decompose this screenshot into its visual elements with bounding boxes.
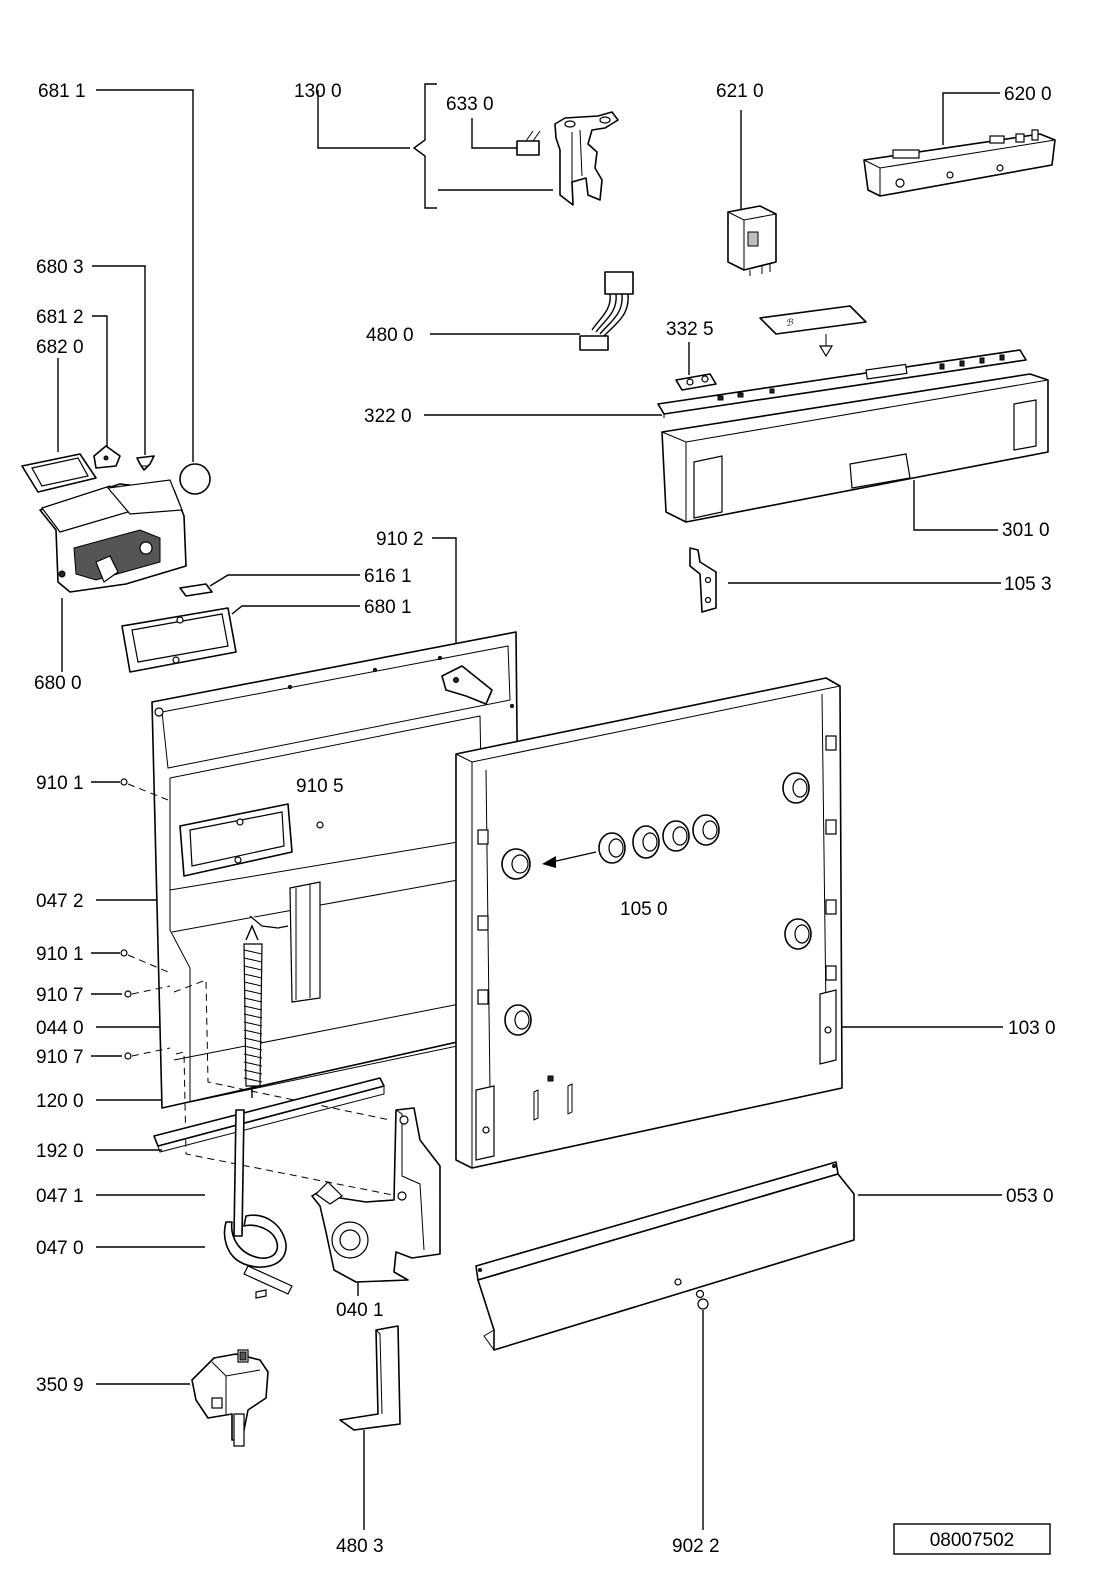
door-spring-part [235,915,289,1125]
door-hinge-part [311,1107,441,1283]
door-rollers [501,772,812,1036]
label-105-3: 105 3 [1004,574,1052,595]
label-480-3: 480 3 [336,1536,384,1557]
brand-decal-part: ℬ [759,305,867,358]
outer-door-panel-part [455,677,843,1169]
label-902-2: 902 2 [672,1536,720,1557]
label-680-3: 680 3 [36,257,84,278]
label-910-1-a: 910 1 [36,773,84,794]
control-panel-housing-part [661,373,1049,523]
label-910-5: 910 5 [296,776,344,797]
bottom-rail-part [153,1077,385,1153]
label-047-2: 047 2 [36,891,84,912]
label-480-0: 480 0 [366,325,414,346]
drawing-number: 08007502 [930,1530,1015,1551]
label-616-1: 616 1 [364,566,412,587]
label-910-7-a: 910 7 [36,985,84,1006]
label-047-1: 047 1 [36,1186,84,1207]
label-350-9: 350 9 [36,1375,84,1396]
label-040-1: 040 1 [336,1300,384,1321]
label-322-0: 322 0 [364,406,412,427]
micro-switch-part [516,130,541,156]
dispenser-gasket-part [121,607,237,673]
label-682-0: 682 0 [36,337,84,358]
part-labels: 681 1 130 0 633 0 621 0 620 0 680 3 681 … [34,81,1056,1557]
l-bracket-part [339,1325,401,1431]
drawing-number-box: 08007502 [893,1523,1051,1555]
label-633-0: 633 0 [446,94,494,115]
wiring-harness-part [579,271,634,351]
label-910-1-b: 910 1 [36,944,84,965]
small-bracket-part [689,547,717,613]
label-621-0: 621 0 [716,81,764,102]
door-switch-assembly-part [191,1349,269,1447]
electronic-module-621-part [727,205,777,276]
screws-group [120,778,324,1060]
label-910-7-b: 910 7 [36,1047,84,1068]
label-105-0: 105 0 [620,899,668,920]
inner-door-panel-part [151,631,521,1109]
door-cable-part [223,1109,293,1299]
label-680-1: 680 1 [364,597,412,618]
detergent-dispenser-part [21,445,187,593]
label-130-0: 130 0 [294,81,342,102]
label-681-2: 681 2 [36,307,84,328]
door-lock-bracket-part [554,111,619,206]
label-681-1: 681 1 [38,81,86,102]
svg-text:ℬ: ℬ [785,317,794,328]
label-620-0: 620 0 [1004,84,1052,105]
label-047-0: 047 0 [36,1238,84,1259]
small-flap-part [179,583,213,597]
label-332-5: 332 5 [666,319,714,340]
label-680-0: 680 0 [34,673,82,694]
label-103-0: 103 0 [1008,1018,1056,1039]
label-053-0: 053 0 [1006,1186,1054,1207]
label-910-2: 910 2 [376,529,424,550]
control-panel-strip-part [657,349,1027,418]
label-044-0: 044 0 [36,1018,84,1039]
label-301-0: 301 0 [1002,520,1050,541]
small-plate-part [675,373,717,391]
label-192-0: 192 0 [36,1141,84,1162]
round-plug-part [179,463,211,495]
label-120-0: 120 0 [36,1091,84,1112]
kick-panel-part [475,1161,855,1351]
control-board-part [863,129,1056,197]
